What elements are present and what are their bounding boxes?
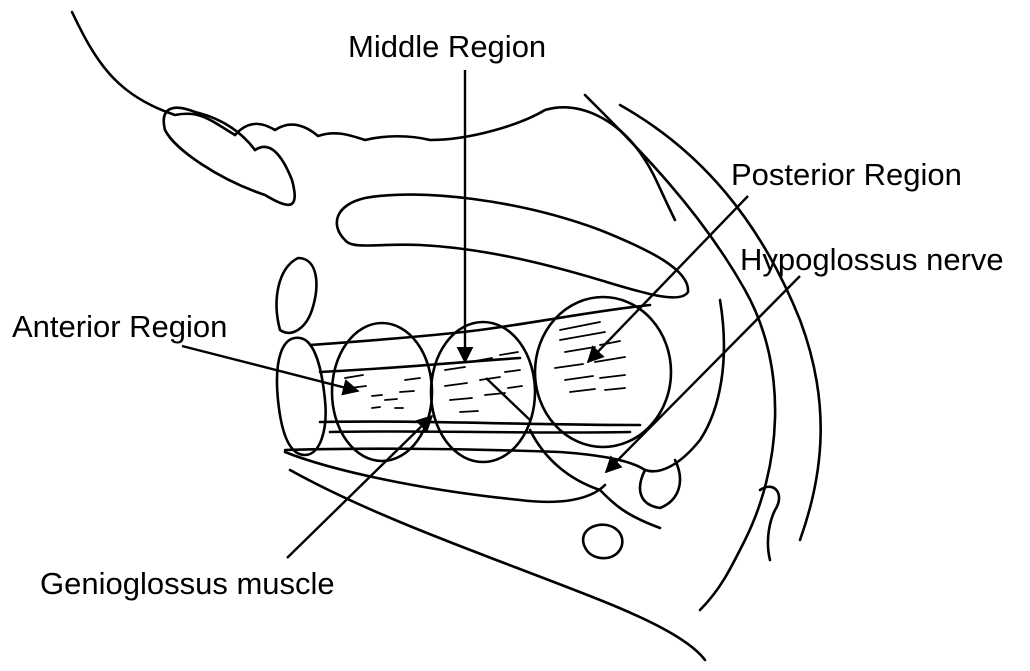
inner-fiber-arrow <box>486 378 530 420</box>
label-posterior-region: Posterior Region <box>731 157 962 192</box>
anterior-region-arrow <box>182 346 358 391</box>
label-genioglossus-muscle: Genioglossus muscle <box>40 566 335 601</box>
middle-region-circle <box>431 322 535 462</box>
label-hypoglossus-nerve: Hypoglossus nerve <box>740 242 1004 277</box>
label-anterior-region: Anterior Region <box>12 309 227 344</box>
anterior-region-circle <box>332 323 432 461</box>
genioglossus-muscle-arrow <box>287 416 432 558</box>
soft-palate-outline <box>337 195 688 298</box>
mandible-front <box>277 258 326 455</box>
jaw-floor <box>285 430 779 660</box>
label-middle-region: Middle Region <box>348 29 546 64</box>
